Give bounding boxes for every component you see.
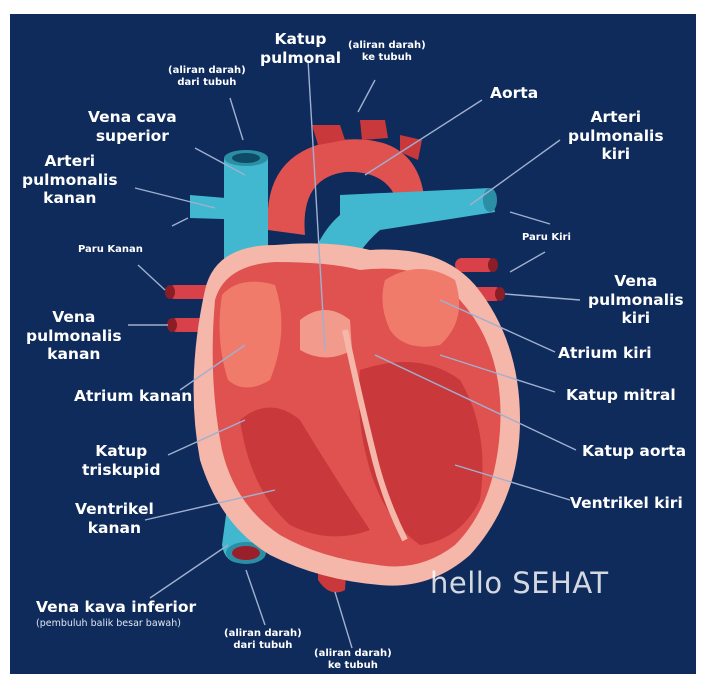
label-aliran-dari-tubuh-bottom: (aliran darah)dari tubuh xyxy=(224,628,302,652)
label-aliran-ke-tubuh-top: (aliran darah)ke tubuh xyxy=(348,40,426,64)
label-vena-kava-inferior: Vena kava inferior xyxy=(36,598,196,617)
hellosehat-logo: hello SEHAT xyxy=(430,566,609,600)
label-vena-kava-inferior-note: (pembuluh balik besar bawah) xyxy=(36,618,181,629)
label-aliran-ke-tubuh-bottom: (aliran darah)ke tubuh xyxy=(314,648,392,672)
label-atrium-kanan: Atrium kanan xyxy=(74,387,192,406)
label-katup-aorta: Katup aorta xyxy=(582,442,686,461)
label-ventrikel-kiri: Ventrikel kiri xyxy=(570,494,683,513)
label-paru-kiri: Paru Kiri xyxy=(522,232,571,244)
right-atrium xyxy=(220,282,282,388)
label-aliran-dari-tubuh-top: (aliran darah)dari tubuh xyxy=(168,65,246,89)
label-atrium-kiri: Atrium kiri xyxy=(558,344,652,363)
label-aorta: Aorta xyxy=(490,84,538,103)
label-paru-kanan: Paru Kanan xyxy=(78,244,143,256)
label-katup-mitral: Katup mitral xyxy=(566,386,676,405)
